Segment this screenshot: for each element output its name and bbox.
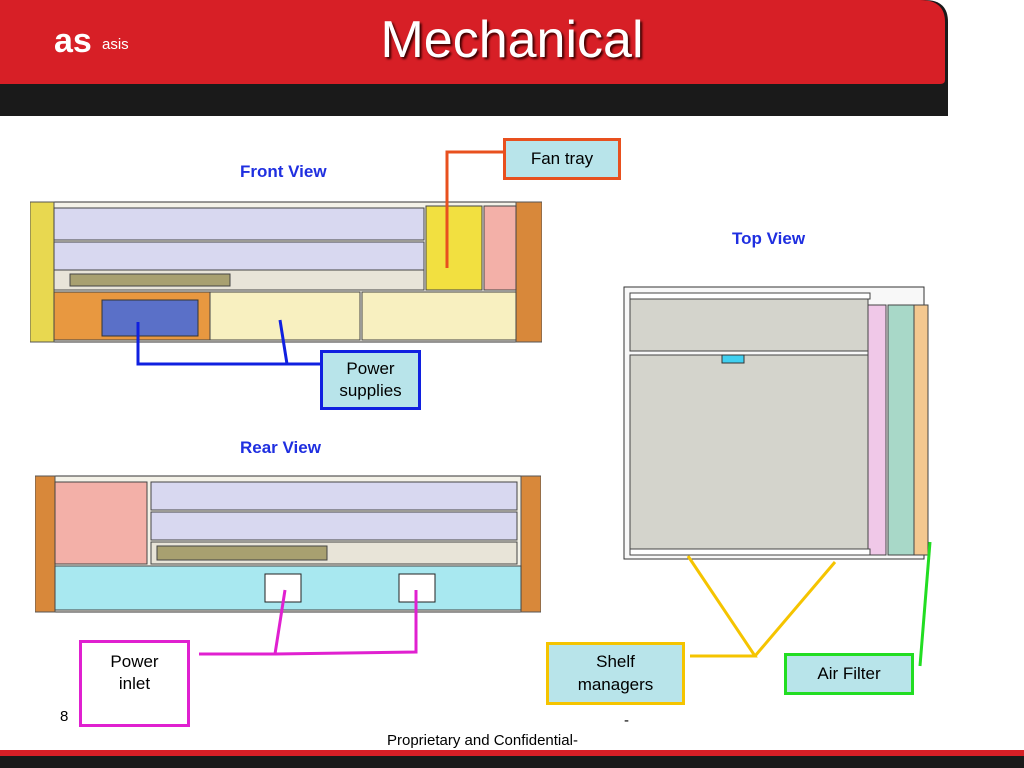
front-view-label: Front View [240, 162, 327, 181]
power-inlet-connector-2 [274, 590, 418, 656]
shelf-managers-connector-2 [753, 561, 837, 657]
power-supplies-connector [136, 319, 289, 366]
power-inlet-callout: Power inlet [79, 640, 190, 727]
air-filter-callout: Air Filter [784, 653, 914, 695]
power-supplies-label: Power supplies [339, 358, 402, 400]
front-view-drawing [30, 201, 542, 343]
air-filter-label: Air Filter [817, 663, 881, 683]
fan-tray-connector [445, 150, 503, 268]
shelf-managers-label: Shelf managers [577, 652, 654, 694]
top-view-label: Top View [732, 229, 806, 248]
svg-text:as: as [54, 26, 92, 58]
power-supplies-callout: Power supplies [320, 350, 421, 410]
air-filter-connector [918, 541, 932, 667]
fan-tray-callout: Fan tray [503, 138, 621, 180]
power-inlet-connector [199, 589, 287, 656]
shelf-managers-callout: Shelf managers [546, 642, 685, 705]
footer-dash: - [624, 712, 629, 729]
rear-view-drawing [35, 475, 541, 613]
header-banner [0, 0, 948, 116]
logo-text: asis [102, 36, 129, 53]
footer-bar [0, 750, 1024, 768]
asis-logo-icon: as [54, 26, 92, 58]
slide-title: Mechanical [380, 11, 644, 69]
footer-confidential-text: Proprietary and Confidential- [387, 732, 578, 749]
fan-tray-label: Fan tray [530, 148, 594, 168]
rear-view-label: Rear View [240, 438, 321, 457]
shelf-managers-connector [686, 555, 758, 658]
top-view-drawing [623, 286, 929, 560]
power-inlet-label: Power inlet [110, 652, 159, 694]
page-number: 8 [60, 708, 69, 725]
